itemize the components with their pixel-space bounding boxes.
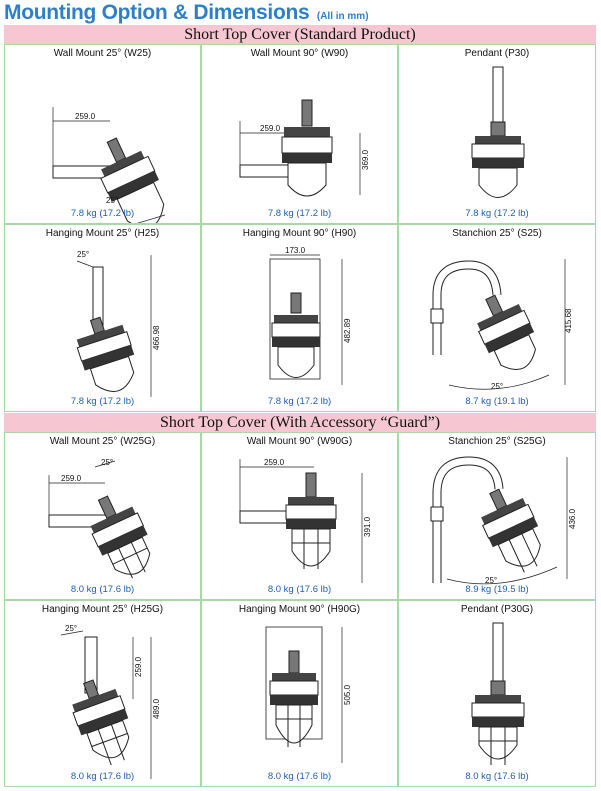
fixture-drawing-w25: 259.0 25° bbox=[52, 107, 166, 223]
cell-title: Pendant (P30G) bbox=[460, 604, 534, 615]
dim-label: 25° bbox=[65, 624, 77, 633]
cell-s25g: Stanchion 25° (S25G) 436.0 25° 8.9 kg (1… bbox=[398, 432, 596, 600]
dim-label: 466.98 bbox=[152, 325, 161, 350]
weight-label: 7.8 kg (17.2 lb) bbox=[267, 208, 332, 219]
fixture-drawing-w90: 259.0 369.0 bbox=[239, 99, 370, 197]
title-text: Mounting Option & Dimensions bbox=[4, 1, 310, 24]
cell-h25: Hanging Mount 25° (H25) 25° 466.98 7.8 k… bbox=[4, 224, 201, 412]
dim-label: 489.0 bbox=[152, 698, 161, 719]
dim-label: 259.0 bbox=[75, 112, 96, 121]
weight-label: 8.7 kg (19.1 lb) bbox=[465, 396, 529, 407]
dim-label: 173.0 bbox=[285, 246, 306, 255]
cell-p30: Pendant (P30) 7.8 kg (17.2 lb) bbox=[398, 44, 596, 224]
dim-label: 25° bbox=[106, 196, 118, 205]
cell-title: Hanging Mount 90° (H90G) bbox=[238, 604, 361, 615]
weight-label: 8.0 kg (17.6 lb) bbox=[267, 771, 332, 782]
dim-label: 436.0 bbox=[568, 508, 577, 529]
fixture-drawing-w90g: 259.0 391.0 bbox=[239, 458, 372, 583]
cell-w25: Wall Mount 25° (W25) 259.0 25° 7.8 kg (1… bbox=[4, 44, 201, 224]
units-note: (All in mm) bbox=[316, 11, 369, 22]
dim-label: 482.89 bbox=[343, 318, 352, 343]
dim-label: 25° bbox=[491, 382, 503, 391]
dim-label: 25° bbox=[77, 250, 89, 259]
fixture-drawing-p30 bbox=[471, 66, 525, 198]
cell-title: Wall Mount 90° (W90G) bbox=[246, 436, 353, 447]
cell-title: Stanchion 25° (S25G) bbox=[448, 436, 546, 447]
fixture-drawing-h90g: 505.0 bbox=[265, 626, 352, 763]
cell-h90g: Hanging Mount 90° (H90G) 505.0 8.0 kg (1… bbox=[201, 600, 398, 787]
fixture-drawing-h90: 173.0 482.89 bbox=[269, 246, 352, 385]
cell-title: Wall Mount 25° (W25) bbox=[53, 48, 152, 59]
cell-title: Hanging Mount 90° (H90) bbox=[242, 228, 357, 239]
cell-title: Wall Mount 25° (W25G) bbox=[49, 436, 156, 447]
weight-label: 7.8 kg (17.2 lb) bbox=[267, 396, 332, 407]
dim-label: 415.68 bbox=[564, 308, 573, 333]
cell-w90g: Wall Mount 90° (W90G) 259.0 391.0 8.0 kg… bbox=[201, 432, 398, 600]
fixture-drawing-p30g bbox=[471, 622, 525, 765]
section-heading-guard: Short Top Cover (With Accessory “Guard”) bbox=[4, 413, 596, 432]
cell-s25: Stanchion 25° (S25) 415.68 25° 8.7 kg (1… bbox=[398, 224, 596, 412]
cell-w90: Wall Mount 90° (W90) 259.0 369.0 7.8 kg … bbox=[201, 44, 398, 224]
fixture-drawing-s25: 415.68 25° bbox=[430, 259, 573, 391]
cell-title: Stanchion 25° (S25) bbox=[452, 228, 542, 239]
cell-p30g: Pendant (P30G) 8.0 kg (17.6 lb) bbox=[398, 600, 596, 787]
dim-label: 369.0 bbox=[361, 149, 370, 170]
dim-label: 259.0 bbox=[61, 474, 82, 483]
dim-label: 259.0 bbox=[134, 656, 143, 677]
cell-title: Pendant (P30) bbox=[464, 48, 530, 59]
cell-title: Hanging Mount 25° (H25) bbox=[45, 228, 160, 239]
fixture-drawing-h25g: 25° 259.0 489.0 bbox=[60, 624, 161, 779]
weight-label: 8.0 kg (17.6 lb) bbox=[70, 584, 135, 595]
cell-h25g: Hanging Mount 25° (H25G) 25° 259.0 489.0… bbox=[4, 600, 201, 787]
weight-label: 8.0 kg (17.6 lb) bbox=[70, 771, 135, 782]
weight-label: 7.8 kg (17.2 lb) bbox=[70, 208, 135, 219]
section-heading-standard: Short Top Cover (Standard Product) bbox=[4, 25, 596, 44]
dim-label: 259.0 bbox=[264, 458, 285, 467]
cell-title: Hanging Mount 25° (H25G) bbox=[41, 604, 164, 615]
page-title: Mounting Option & Dimensions (All in mm) bbox=[4, 1, 369, 25]
fixture-drawing-h25: 25° 466.98 bbox=[76, 250, 161, 397]
dim-label: 391.0 bbox=[363, 516, 372, 537]
cell-h90: Hanging Mount 90° (H90) 173.0 482.89 7.8… bbox=[201, 224, 398, 412]
weight-label: 7.8 kg (17.2 lb) bbox=[70, 396, 135, 407]
cell-w25g: Wall Mount 25° (W25G) 25° 259.0 8.0 kg (… bbox=[4, 432, 201, 600]
fixture-drawing-w25g: 25° 259.0 bbox=[48, 458, 151, 579]
weight-label: 8.0 kg (17.6 lb) bbox=[267, 584, 332, 595]
dim-label: 25° bbox=[485, 576, 497, 585]
guard-grid: Wall Mount 25° (W25G) 25° 259.0 8.0 kg (… bbox=[4, 432, 596, 787]
dim-label: 505.0 bbox=[343, 684, 352, 705]
dim-label: 25° bbox=[101, 458, 113, 467]
weight-label: 7.8 kg (17.2 lb) bbox=[465, 208, 529, 219]
dim-label: 259.0 bbox=[260, 124, 281, 133]
weight-label: 8.0 kg (17.6 lb) bbox=[465, 771, 529, 782]
standard-grid: Wall Mount 25° (W25) 259.0 25° 7.8 kg (1… bbox=[4, 44, 596, 412]
weight-label: 8.9 kg (19.5 lb) bbox=[465, 584, 529, 595]
cell-title: Wall Mount 90° (W90) bbox=[250, 48, 349, 59]
fixture-drawing-s25g: 436.0 25° bbox=[430, 456, 577, 585]
